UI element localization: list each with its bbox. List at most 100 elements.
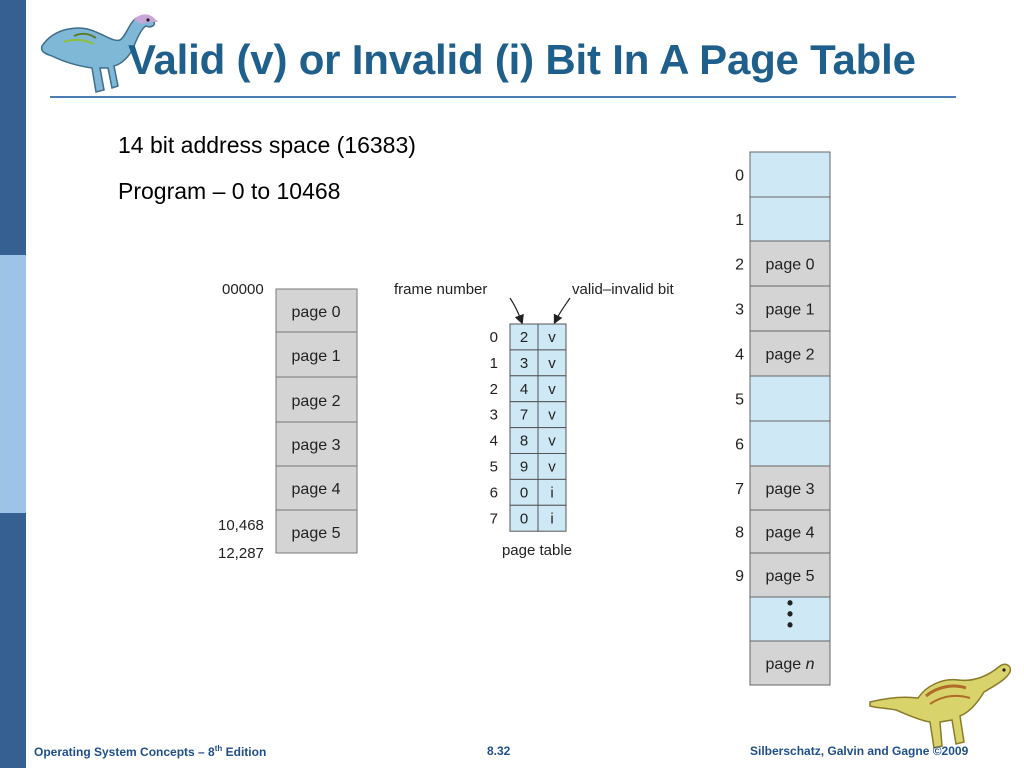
logical-page-label: page 0 [292,304,341,321]
logical-page-label: page 4 [292,481,341,498]
page-table-row: 7 0 i [490,504,567,532]
frame-block [749,640,831,686]
frame-index: 8 [735,525,744,542]
page-table-row: 2 4 v [490,375,567,403]
page-table-index: 7 [490,510,498,527]
continuation-dot: • [787,593,793,613]
valid-bit-arrow [553,297,571,325]
frame-block [749,420,831,467]
slide-title: Valid (v) or Invalid (i) Bit In A Page T… [128,36,916,83]
frame-number: 8 [520,433,528,450]
frame-number: 0 [520,510,528,527]
frame-number: 4 [520,381,528,398]
logical-page-block: page 0 [275,288,358,333]
dinosaur-footer-icon [869,663,1012,749]
page-table-caption: page table [502,542,572,559]
frame-number: 2 [520,329,528,346]
valid-invalid-bit: i [550,510,553,527]
physical-frame: 1 [735,196,831,242]
frame-index: 3 [735,302,744,319]
frame-page-label: page 5 [766,568,815,585]
logical-page-block: page 2 [275,376,358,423]
footer-book-title-main: Operating System Concepts – 8 [34,745,215,759]
valid-invalid-bit: v [548,407,556,424]
frame-number: 9 [520,459,528,476]
logical-page-block: page 5 [275,509,358,554]
frame-index: 1 [735,212,744,229]
physical-frame: 4 page 2 [735,330,831,377]
frame-page-label: page 0 [766,257,815,274]
valid-invalid-bit: v [548,381,556,398]
physical-frame: 0 [735,151,831,198]
frame-cell [509,349,539,377]
footer-copyright: Silberschatz, Galvin and Gagne ©2009 [750,744,969,758]
page-table-index: 5 [490,459,498,476]
valid-invalid-bit: v [548,355,556,372]
logical-page-label: page 1 [292,348,341,365]
logical-page-block: page 1 [275,331,358,378]
page-table-index: 3 [490,407,498,424]
logical-page-block: page 4 [275,465,358,511]
frame-page-label: page 1 [766,302,815,319]
continuation-dot: • [787,604,793,624]
frame-block [749,240,831,287]
bit-cell [537,323,567,351]
address-label-start: 00000 [222,281,264,298]
valid-invalid-bit: v [548,459,556,476]
footer-book-title: Operating System Concepts – 8th Edition [34,744,266,759]
frame-cell [509,401,539,429]
frame-page-label: page 2 [766,347,815,364]
frame-index: 5 [735,392,744,409]
physical-frame: 7 page 3 [735,465,831,511]
physical-frame: page n [749,640,831,686]
footer-book-title-sup: th [214,744,223,753]
frame-page-label: page 3 [766,481,815,498]
physical-frame: ••• [749,593,831,642]
logical-page-block: page 3 [275,421,358,467]
title-underline [50,96,956,98]
physical-frame: 5 [735,375,831,422]
address-label-program-end: 10,468 [218,517,264,534]
footer-book-title-tail: Edition [222,745,267,759]
page-table-index: 6 [490,484,498,501]
frame-number: 7 [520,407,528,424]
frame-block [749,596,831,642]
continuation-dot: • [787,615,793,635]
frame-block [749,151,831,198]
page-table-index: 1 [490,355,498,372]
frame-cell [509,478,539,506]
frame-block [749,285,831,332]
address-label-space-end: 12,287 [218,545,264,562]
bit-cell [537,504,567,532]
frame-number-arrow [509,297,524,325]
frame-cell [509,504,539,532]
valid-invalid-bit: v [548,433,556,450]
frame-block [749,330,831,377]
physical-frame: 3 page 1 [735,285,831,332]
page-table-row: 5 9 v [490,453,567,480]
frame-page-label: page 4 [766,525,815,542]
frame-index: 7 [735,481,744,498]
frame-index: 4 [735,347,744,364]
bit-cell [537,478,567,506]
page-table-index: 0 [490,329,498,346]
footer-slide-number: 8.32 [487,744,511,758]
page-table-row: 3 7 v [490,401,567,429]
valid-invalid-bit-label: valid–invalid bit [572,281,675,298]
logical-page-label: page 5 [292,525,341,542]
frame-block [749,552,831,598]
page-table-index: 2 [490,381,498,398]
frame-block [749,196,831,242]
frame-index: 9 [735,568,744,585]
physical-frame: 9 page 5 [735,552,831,598]
frame-page-label: page n [766,656,815,673]
frame-number: 0 [520,484,528,501]
address-space-text: 14 bit address space (16383) [118,132,416,158]
physical-frame: 6 [735,420,831,467]
logical-page-label: page 2 [292,393,341,410]
